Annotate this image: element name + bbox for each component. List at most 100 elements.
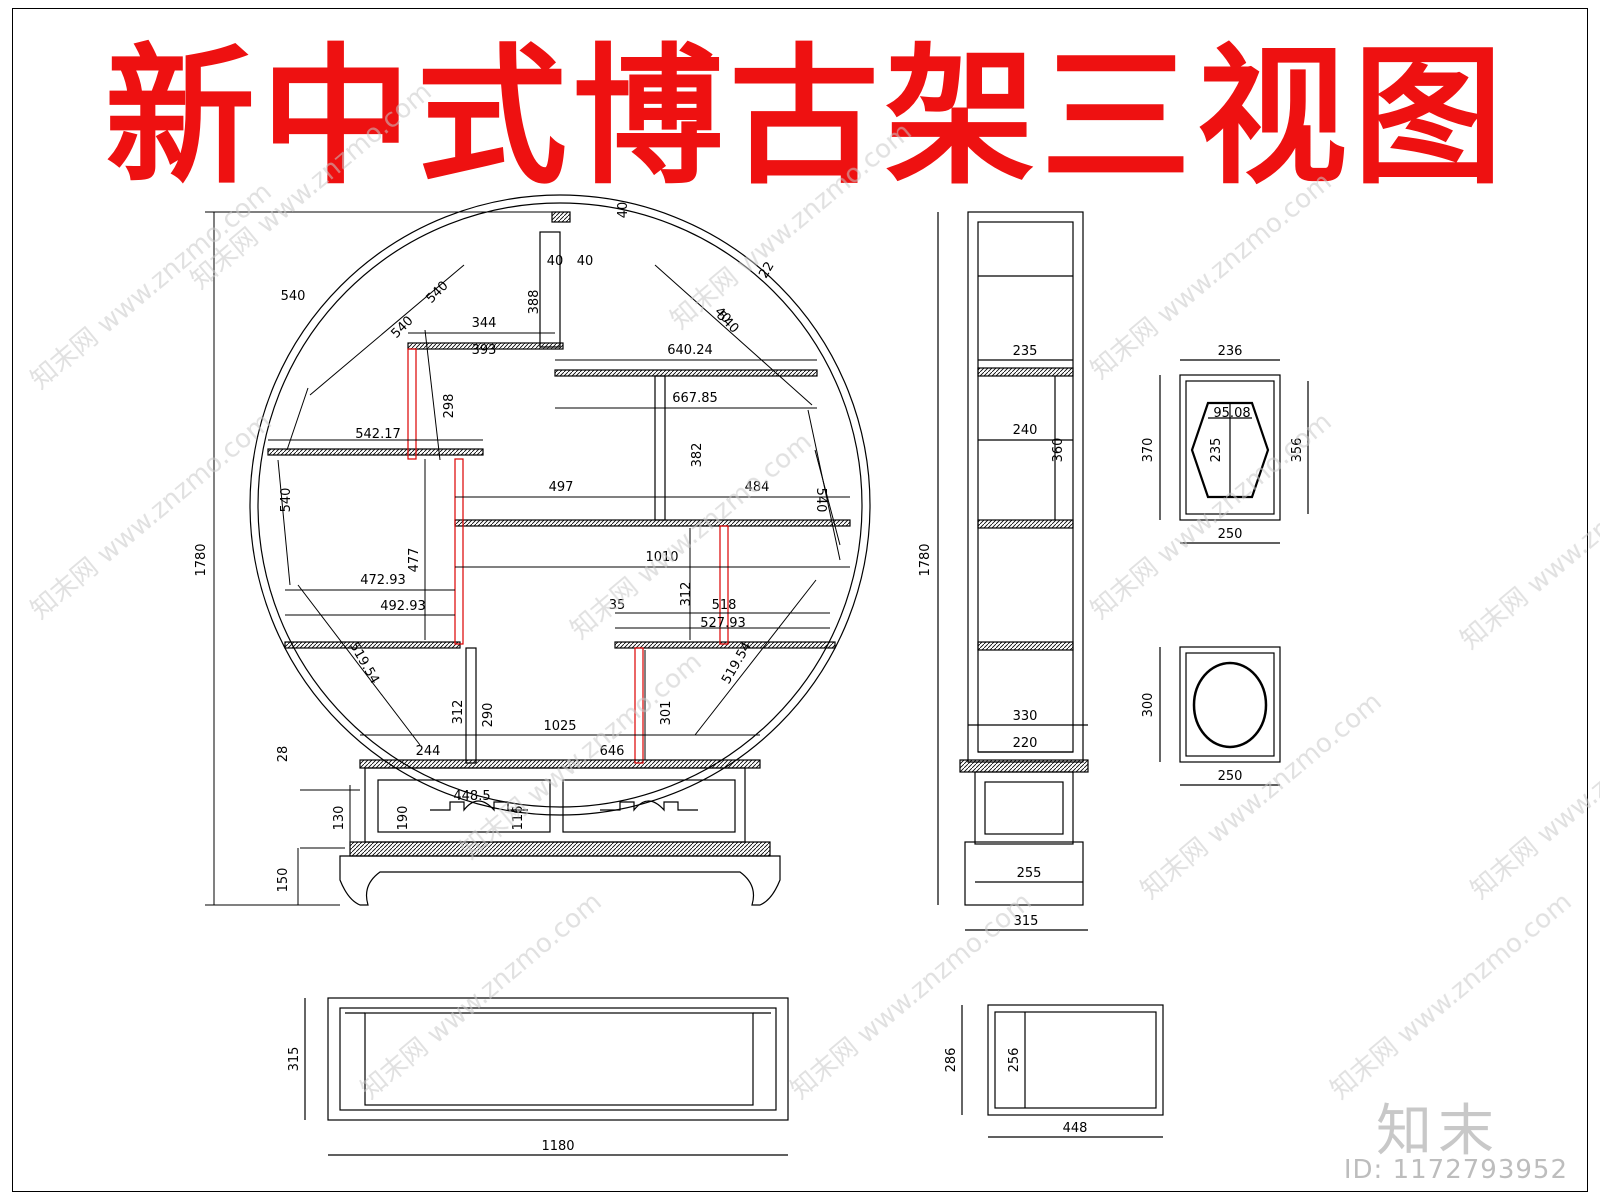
- dimension-label: 40: [577, 254, 594, 269]
- dimension-label: 344: [472, 316, 497, 331]
- detail-hexagon: [1159, 359, 1309, 544]
- side-view: [937, 211, 1089, 931]
- dimension-label: 472.93: [360, 573, 406, 588]
- shelf-4: [454, 519, 851, 527]
- watermark-text: 知末网 www.znzmo.com: [1325, 887, 1577, 1106]
- dimension-label: 250: [1218, 527, 1243, 542]
- dimension-label: 542.17: [355, 427, 401, 442]
- dimension-label: 250: [1218, 769, 1243, 784]
- shelf-2: [554, 369, 818, 377]
- dimension-label: 235: [1013, 344, 1038, 359]
- top-joint: [551, 211, 571, 223]
- dimension-label: 497: [549, 480, 574, 495]
- id-watermark: ID: 1172793952: [1343, 1155, 1568, 1185]
- detail-oval: [1159, 646, 1281, 786]
- dimension-label: 1180: [541, 1139, 574, 1154]
- dimension-label: 646: [600, 744, 625, 759]
- dimension-label: 393: [472, 343, 497, 358]
- dimension-label: 298: [442, 394, 457, 419]
- top-post: [539, 231, 561, 348]
- leg-apron: [339, 855, 781, 906]
- dimension-label: 1780: [194, 543, 209, 576]
- dimension-label: 640.24: [667, 343, 713, 358]
- shelf-3: [267, 448, 484, 456]
- dimension-label: 330: [1013, 709, 1038, 724]
- drawer-right: [562, 779, 736, 833]
- dimension-label: 190: [396, 806, 411, 831]
- dimension-label: 540: [423, 278, 451, 306]
- cloud-motif-left: [430, 800, 528, 812]
- dimension-label: 40: [616, 202, 631, 219]
- dimension-label: 300: [1141, 693, 1156, 718]
- dimension-label: 255: [1017, 866, 1042, 881]
- dimension-label: 492.93: [380, 599, 426, 614]
- dimension-label: 484: [745, 480, 770, 495]
- dimension-label: 35: [609, 598, 626, 613]
- dimension-label: 315: [1014, 914, 1039, 929]
- moon-frame-inner: [257, 202, 863, 808]
- plinth: [349, 841, 771, 857]
- dimension-label: 22: [756, 259, 777, 281]
- dimension-label: 540: [281, 289, 306, 304]
- cloud-motif-right: [600, 800, 698, 812]
- dimension-label: 540: [388, 313, 416, 341]
- dimension-label: 370: [1141, 438, 1156, 463]
- dimension-label: 235: [1209, 438, 1224, 463]
- dimension-label: 477: [407, 548, 422, 573]
- drawer-left: [377, 779, 551, 833]
- brand-watermark: 知末: [1376, 1099, 1500, 1164]
- dividers: [407, 348, 729, 764]
- watermark-text: 知末网 www.znzmo.com: [1135, 687, 1387, 906]
- dimension-label: 244: [416, 744, 441, 759]
- dimension-label: 95.08: [1213, 406, 1250, 421]
- dimension-label: 1025: [543, 719, 576, 734]
- dimension-label: 116: [511, 806, 526, 831]
- dimension-label: 448: [1063, 1121, 1088, 1136]
- watermark-text: 知末网 www.znzmo.com: [25, 407, 277, 626]
- dimension-label: 667.85: [672, 391, 718, 406]
- watermark-text: 知末网 www.znzmo.com: [25, 177, 277, 396]
- dimension-label: 540: [279, 488, 294, 513]
- dimension-label: 312: [451, 700, 466, 725]
- watermark-text: 知末网 www.znzmo.com: [355, 887, 607, 1106]
- dimension-label: 290: [481, 703, 496, 728]
- dimension-label: 527.93: [700, 616, 746, 631]
- dimension-label: 1780: [918, 543, 933, 576]
- dimension-label: 240: [1013, 423, 1038, 438]
- top-view-side: [961, 1004, 1164, 1138]
- watermark-text: 知末网 www.znzmo.com: [1455, 437, 1600, 656]
- dimension-label: 356: [1290, 438, 1305, 463]
- watermark-text: 知末网 www.znzmo.com: [665, 117, 917, 336]
- drawing-frame: [12, 8, 1588, 1192]
- dimension-label: 388: [527, 290, 542, 315]
- dimension-label: 220: [1013, 736, 1038, 751]
- dimension-label: 150: [276, 868, 291, 893]
- shelf-5: [284, 641, 461, 649]
- moon-frame-outer: [249, 194, 871, 816]
- front-dim-lines: [205, 211, 850, 906]
- dimension-label: 236: [1218, 344, 1243, 359]
- dimension-label: 312: [679, 582, 694, 607]
- drawing-title: 新中式博古架三视图: [105, 31, 1510, 205]
- watermark-text: 知末网 www.znzmo.com: [785, 887, 1037, 1106]
- dimension-label: 286: [944, 1048, 959, 1073]
- dimension-label: 256: [1007, 1048, 1022, 1073]
- watermark-text: 知末网 www.znzmo.com: [1465, 687, 1600, 906]
- dimension-label: 382: [690, 443, 705, 468]
- shelf-1: [407, 342, 564, 350]
- top-view: [304, 997, 789, 1156]
- dimension-label: 1010: [645, 550, 678, 565]
- dimension-label: 40: [547, 254, 564, 269]
- front-view: [249, 194, 871, 906]
- watermark-text: 知末网 www.znzmo.com: [185, 77, 437, 296]
- dimension-label: 315: [287, 1047, 302, 1072]
- dimension-label: 448.5: [453, 789, 490, 804]
- dimension-label: 360: [1051, 438, 1066, 463]
- shelf-6: [614, 641, 836, 649]
- dimension-label: 540: [813, 488, 828, 513]
- watermark-text: 知末网 www.znzmo.com: [1085, 167, 1337, 386]
- dimension-label: 301: [659, 701, 674, 726]
- dimension-label: 130: [332, 806, 347, 831]
- dimension-label: 28: [276, 746, 291, 763]
